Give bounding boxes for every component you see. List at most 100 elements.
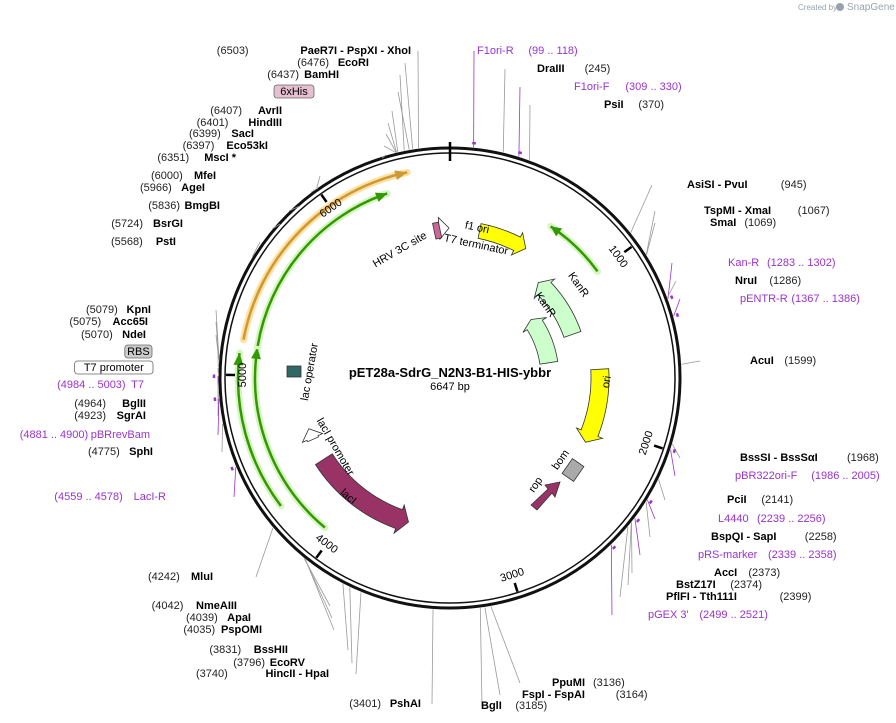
- leader-line: [518, 86, 521, 157]
- site-coord: (6437): [267, 69, 299, 81]
- orf-arc-green: [256, 192, 388, 347]
- primer-mark: [669, 295, 674, 300]
- feature-f1-ori: [477, 223, 527, 256]
- site-name: BssSI - BssSαI: [740, 452, 818, 464]
- enzyme-site-label: AcuI(1599): [681, 355, 816, 367]
- primer-label: F1ori-F(309 .. 330): [518, 81, 682, 157]
- site-coord: (99 .. 118): [528, 45, 577, 57]
- enzyme-site-label: PpuMI(3136): [490, 606, 625, 689]
- leader-line: [645, 210, 656, 255]
- tick-label: 5000: [237, 363, 249, 388]
- site-coord: (3796): [233, 657, 265, 669]
- tick-mark: [320, 193, 328, 203]
- tick-label: 1000: [606, 243, 630, 270]
- leader-line: [658, 479, 666, 501]
- site-name: AsiSI - PvuI: [687, 179, 748, 191]
- orf-arcs: [233, 168, 601, 532]
- site-coord: (370): [638, 99, 664, 111]
- leader-line: [397, 91, 410, 150]
- site-coord: (1286): [769, 275, 801, 287]
- site-coord: (6399): [189, 128, 221, 140]
- leader-line: [529, 104, 531, 161]
- orf-arrowhead: [394, 170, 408, 180]
- site-coord: (5966): [140, 182, 172, 194]
- site-coord: (4923): [74, 410, 106, 422]
- site-name: F1ori-F: [574, 81, 610, 93]
- site-name: pRS-marker: [698, 549, 758, 561]
- enzyme-site-label: NmeAIII(4042): [152, 558, 331, 612]
- orf-arc-green: [253, 347, 326, 529]
- site-name: SgrAI: [117, 410, 146, 422]
- enzyme-site-label: SmaI(1069): [646, 217, 776, 255]
- site-name: EcoRV: [270, 657, 306, 669]
- site-coord: (4775): [88, 446, 120, 458]
- site-name: L4440: [718, 513, 749, 525]
- site-coord: (2499 .. 2521): [699, 609, 768, 621]
- site-name: SmaI: [710, 217, 736, 229]
- site-name: Kan-R: [728, 257, 759, 269]
- enzyme-site-label: AccI(2373): [631, 522, 780, 579]
- feature-rop: [530, 481, 561, 511]
- leader-line: [646, 222, 656, 255]
- site-coord: (945): [781, 179, 807, 191]
- orf-arc-orange: [242, 171, 408, 340]
- leader-line: [310, 187, 319, 193]
- tick-label: 4000: [313, 532, 340, 556]
- feature-bom: [561, 458, 585, 482]
- site-name: BglII: [122, 398, 146, 410]
- leader-line: [670, 449, 676, 477]
- site-name: BssHII: [254, 644, 288, 656]
- enzyme-site-label: BssHII (3831): [209, 583, 349, 656]
- site-name: MscI *: [204, 152, 237, 164]
- leader-line: [342, 583, 349, 651]
- site-name: T7: [131, 379, 144, 391]
- enzyme-site-label: PstI(5568): [111, 236, 261, 257]
- site-coord: (6407): [210, 105, 242, 117]
- site-coord: (5724): [111, 218, 143, 230]
- site-name: LacI-R: [134, 491, 166, 503]
- leader-line: [251, 241, 261, 257]
- site-coord: (1599): [784, 355, 816, 367]
- site-name: NdeI: [122, 329, 146, 341]
- leader-line: [355, 592, 362, 675]
- site-coord: (3401): [349, 698, 381, 710]
- site-coord: (2399): [780, 591, 812, 603]
- site-labels: F1ori-R(99 .. 118)DraIII(245)F1ori-F(309…: [20, 45, 880, 712]
- leader-line: [417, 50, 419, 149]
- enzyme-site-label: PaeR7I - PspXI - XhoI(6503): [217, 45, 419, 149]
- site-coord: (5075): [69, 316, 101, 328]
- site-name: F1ori-R: [477, 45, 514, 57]
- site-coord: (4242): [148, 571, 180, 583]
- site-name: DraIII: [537, 63, 565, 75]
- site-coord: (4035): [183, 624, 215, 636]
- tick-mark: [623, 245, 633, 254]
- site-coord: (5836): [148, 200, 180, 212]
- enzyme-site-label: AsiSI - PvuI (945): [630, 179, 807, 233]
- site-name: AvrII: [258, 105, 282, 117]
- watermark-app: SnapGene: [847, 2, 895, 13]
- site-coord: (6000): [151, 170, 183, 182]
- feature-lac-operator: [286, 365, 302, 378]
- enzyme-site-label: BglII(4964): [74, 382, 219, 410]
- feature-tag-label: 6xHis: [273, 84, 410, 150]
- site-coord: (3831): [209, 644, 241, 656]
- primer-mark: [675, 312, 680, 318]
- enzyme-site-label: PflFI - Tth111I(2399): [619, 526, 812, 603]
- leader-line: [667, 280, 677, 298]
- site-coord: (6401): [197, 117, 229, 129]
- tag-box: [74, 360, 154, 375]
- site-coord: (6503): [217, 45, 249, 57]
- site-coord: (1367 .. 1386): [791, 293, 860, 305]
- leader-line: [490, 606, 521, 684]
- leader-line: [484, 607, 501, 696]
- site-name: AccI: [714, 567, 737, 579]
- site-name: KpnI: [127, 304, 151, 316]
- leader-line: [610, 544, 613, 616]
- leader-line: [316, 175, 321, 189]
- leader-line: [627, 522, 632, 586]
- site-coord: (3136): [593, 677, 625, 689]
- site-name: 6xHis: [280, 86, 308, 98]
- site-coord: (2339 .. 2358): [768, 549, 837, 561]
- site-name: pGEX 3': [648, 609, 689, 621]
- tick-mark: [513, 582, 519, 592]
